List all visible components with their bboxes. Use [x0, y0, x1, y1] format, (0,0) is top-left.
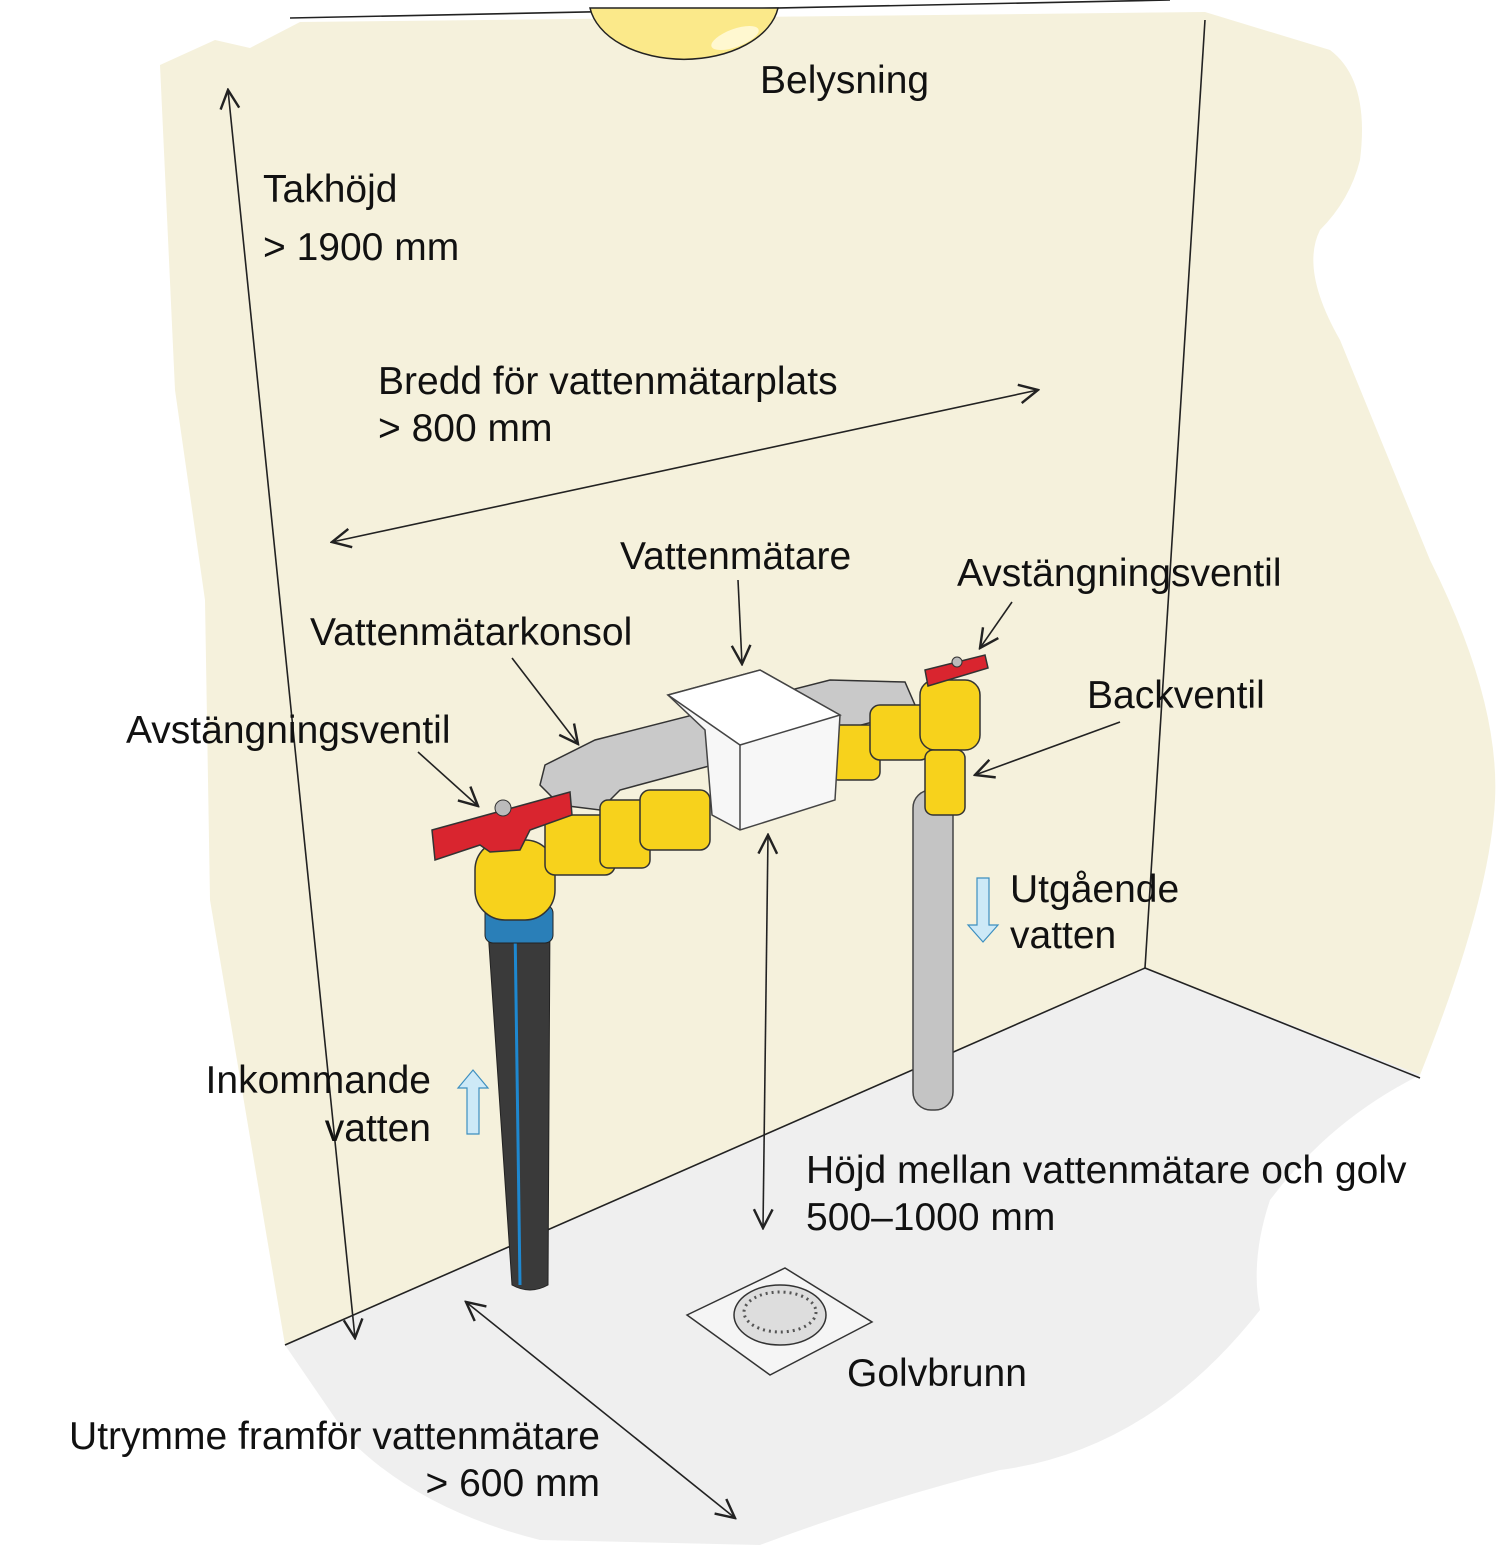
label-ceiling-height: Takhöjd: [263, 168, 397, 211]
brass-fittings: [474, 679, 981, 921]
front-space-arrow: [466, 1302, 735, 1518]
floor-line-right: [1144, 967, 1421, 1079]
label-incoming-2: vatten: [325, 1107, 431, 1150]
shutoff-left-leader: [417, 751, 478, 806]
bracket-leader: [511, 657, 578, 744]
shutoff-valve-left-handle[interactable]: [431, 791, 573, 862]
height-arrow: [763, 835, 768, 1228]
incoming-flow-arrow-icon: [456, 1069, 490, 1135]
label-width: Bredd för vattenmätarplats: [378, 360, 838, 403]
label-front-space-value: > 600 mm: [426, 1462, 601, 1505]
label-height: Höjd mellan vattenmätare och golv: [806, 1149, 1407, 1192]
label-front-space: Utrymme framför vattenmätare: [69, 1415, 600, 1458]
shutoff-right-leader: [980, 601, 1013, 648]
outgoing-flow-arrow-icon: [966, 877, 1000, 943]
outgoing-pipe: [912, 789, 954, 1111]
floor-drain-icon: [685, 1267, 874, 1376]
ceiling-height-arrow: [228, 90, 355, 1338]
label-ceiling-height-value: > 1900 mm: [263, 226, 459, 269]
label-outgoing-1: Utgående: [1010, 868, 1179, 911]
label-drain: Golvbrunn: [847, 1352, 1027, 1395]
label-height-value: 500–1000 mm: [806, 1196, 1055, 1239]
label-bracket: Vattenmätarkonsol: [310, 611, 632, 654]
water-meter: [666, 669, 842, 831]
label-shutoff-left: Avstängningsventil: [126, 709, 451, 752]
check-valve-leader: [975, 721, 1121, 775]
label-shutoff-right: Avstängningsventil: [957, 552, 1282, 595]
label-incoming-1: Inkommande: [206, 1059, 431, 1102]
label-outgoing-2: vatten: [1010, 914, 1116, 957]
label-width-value: > 800 mm: [378, 407, 553, 450]
label-meter: Vattenmätare: [620, 535, 851, 578]
label-check-valve: Backventil: [1087, 674, 1265, 717]
shutoff-valve-right-handle[interactable]: [924, 654, 989, 687]
width-arrow: [332, 390, 1038, 542]
meter-leader: [738, 579, 742, 664]
floor-line-left: [284, 967, 1146, 1346]
label-lighting: Belysning: [760, 59, 929, 102]
wall-corner-line: [1144, 19, 1206, 969]
